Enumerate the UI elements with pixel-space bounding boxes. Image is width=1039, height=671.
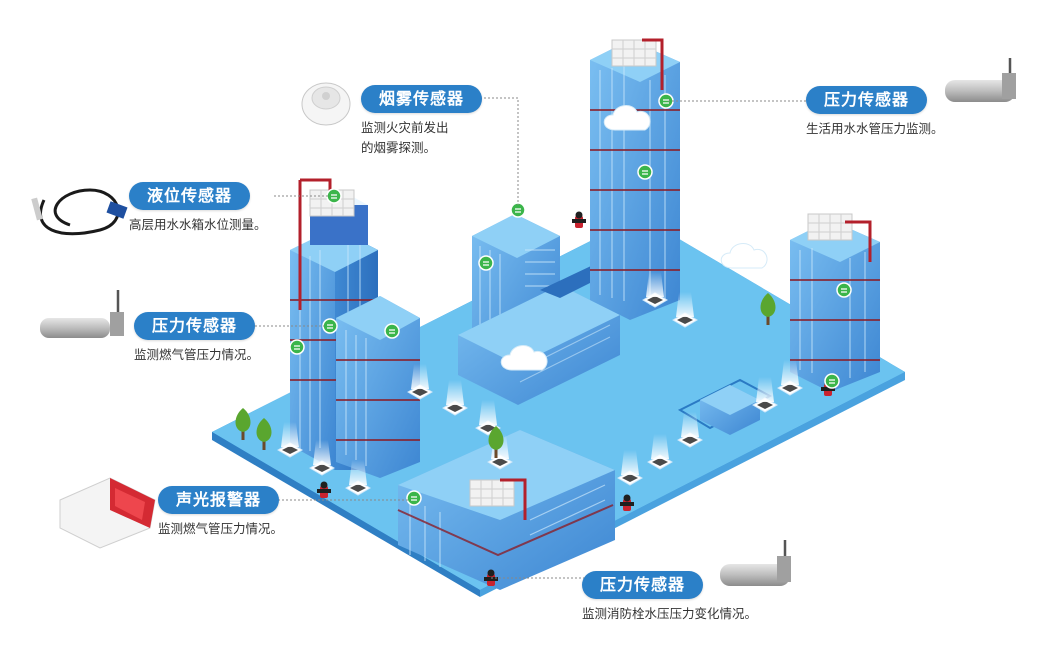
sound-light-alarm-icon xyxy=(59,477,156,549)
level-sensor-probe-icon xyxy=(31,188,128,236)
pressure-sensor-domestic-title: 压力传感器 xyxy=(806,86,928,114)
level-sensor-title: 液位传感器 xyxy=(129,182,251,210)
sound-light-alarm-title: 声光报警器 xyxy=(158,486,280,514)
smoke-sensor-title: 烟雾传感器 xyxy=(361,85,483,113)
right-side-building xyxy=(790,213,880,392)
pressure-sensor-hydrant-title: 压力传感器 xyxy=(582,571,704,599)
pressure-transmitter-icon xyxy=(720,540,791,586)
right-tall-tower xyxy=(590,38,680,320)
sound-light-alarm-desc: 监测燃气管压力情况。 xyxy=(158,521,284,536)
callout-level-sensor: 液位传感器 高层用水水箱水位测量。 xyxy=(129,182,267,235)
pressure-transmitter-icon xyxy=(945,58,1016,102)
leader-lines xyxy=(255,97,810,579)
callout-sound-light-alarm: 声光报警器 监测燃气管压力情况。 xyxy=(158,486,283,539)
left-mid-building xyxy=(336,296,420,478)
pressure-sensor-hydrant-desc: 监测消防栓水压压力变化情况。 xyxy=(582,606,758,621)
callout-pressure-sensor-gas: 压力传感器 监测燃气管压力情况。 xyxy=(134,312,259,365)
pressure-transmitter-icon xyxy=(40,290,124,338)
callout-smoke-sensor: 烟雾传感器 监测火灾前发出 的烟雾探测。 xyxy=(361,85,483,158)
left-tower xyxy=(290,178,378,470)
smoke-detector-icon xyxy=(301,82,351,126)
pressure-sensor-gas-title: 压力传感器 xyxy=(134,312,256,340)
callout-pressure-sensor-domestic: 压力传感器 生活用水水管压力监测。 xyxy=(806,86,944,139)
pressure-sensor-domestic-desc: 生活用水水管压力监测。 xyxy=(806,121,944,136)
smoke-sensor-desc: 监测火灾前发出 的烟雾探测。 xyxy=(361,120,449,155)
bottom-building xyxy=(397,430,615,590)
pressure-sensor-gas-desc: 监测燃气管压力情况。 xyxy=(134,347,260,362)
small-storage-block xyxy=(700,385,760,435)
callout-pressure-sensor-hydrant: 压力传感器 监测消防栓水压压力变化情况。 xyxy=(582,571,757,624)
level-sensor-desc: 高层用水水箱水位测量。 xyxy=(129,217,267,232)
